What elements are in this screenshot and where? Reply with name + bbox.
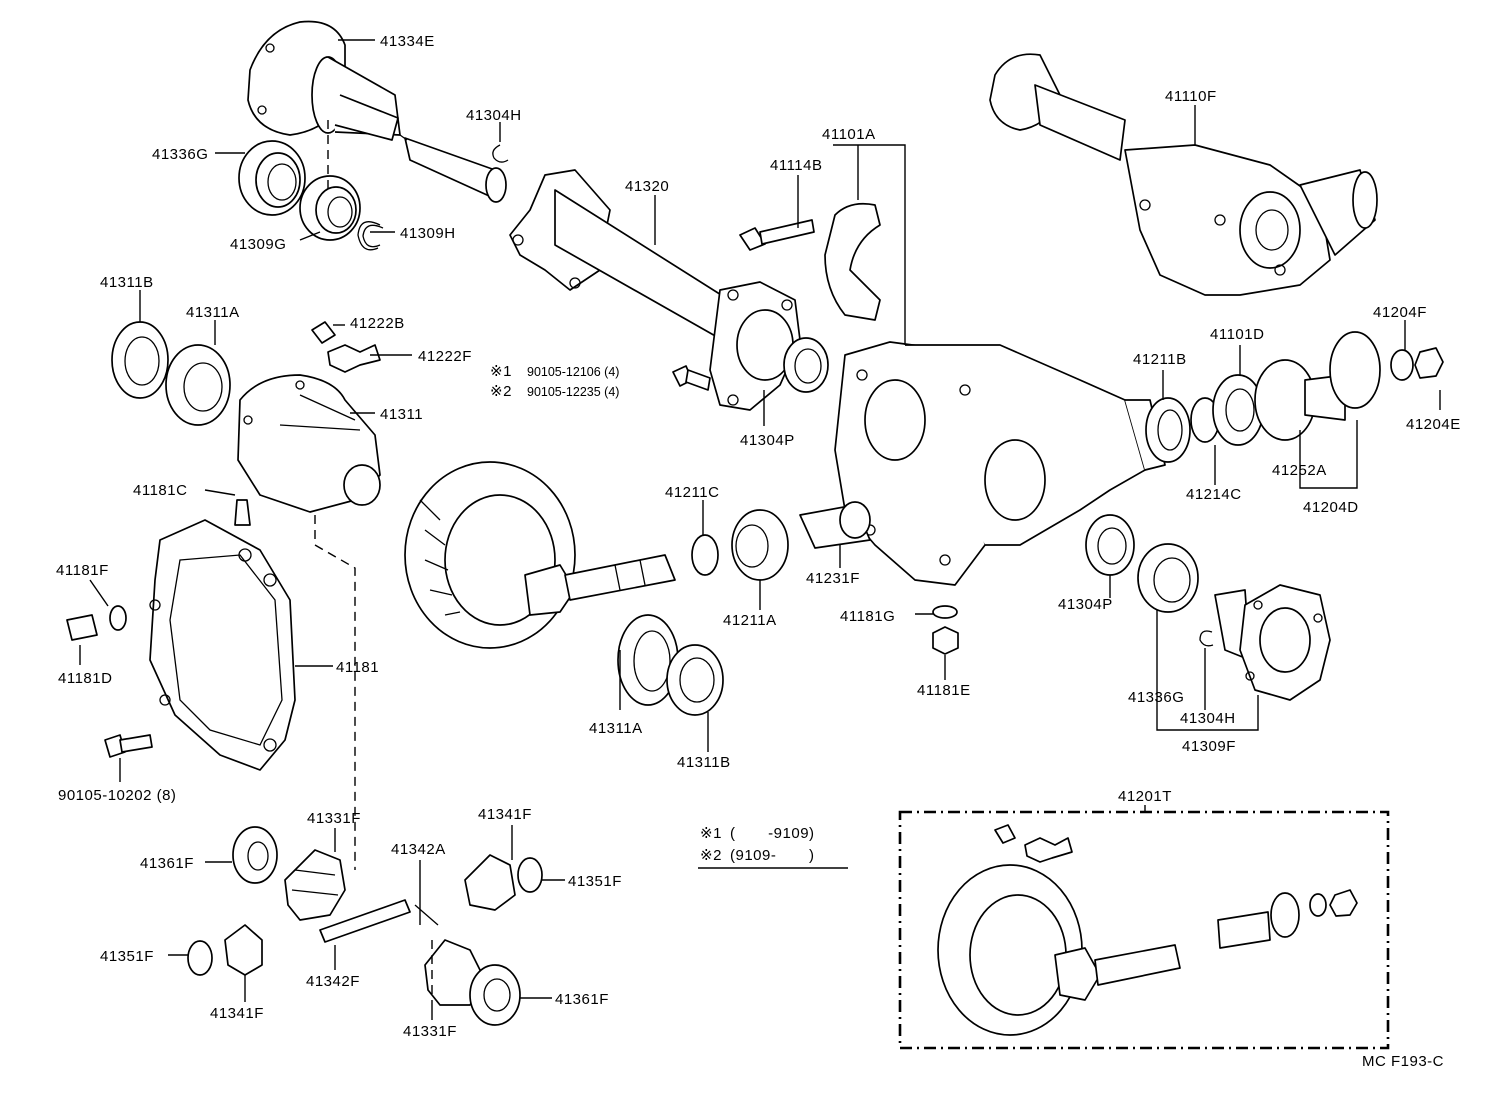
label-41311b-top: 41311B	[100, 274, 154, 291]
label-41311a-low: 41311A	[589, 720, 643, 737]
label-41309g: 41309G	[230, 236, 286, 253]
legend-row1-mark: ※1	[700, 825, 722, 842]
label-41341f-low: 41341F	[210, 1005, 264, 1022]
label-41181c: 41181C	[133, 482, 187, 499]
bolt-90105-12106	[672, 365, 711, 391]
label-41320: 41320	[625, 178, 669, 195]
snap-ring-41304h-top	[492, 144, 509, 163]
label-90105-10202: 90105-10202 (8)	[58, 787, 176, 804]
label-41181: 41181	[336, 659, 379, 676]
label-41214c: 41214C	[1186, 486, 1242, 503]
label-41342a: 41342A	[391, 841, 446, 858]
note2-part: 90105-12235 (4)	[527, 385, 619, 399]
label-41331f-low: 41331F	[403, 1023, 457, 1040]
label-41336g-low: 41336G	[1128, 689, 1184, 706]
differential-carrier-housing	[834, 341, 1166, 586]
kit-box-41201t	[898, 810, 1390, 1050]
label-41204e: 41204E	[1406, 416, 1461, 433]
label-41204d: 41204D	[1303, 499, 1359, 516]
label-41181g: 41181G	[840, 608, 895, 625]
label-41231f: 41231F	[806, 570, 860, 587]
bearing-41311a-top	[111, 321, 231, 426]
kit-41201t-contents	[937, 824, 1358, 1036]
legend-row1-text: ( -9109)	[730, 825, 815, 842]
label-41309f: 41309F	[1182, 738, 1236, 755]
label-41304p-mid: 41304P	[740, 432, 795, 449]
label-41309h: 41309H	[400, 225, 456, 242]
carrier-assembly-41110f	[989, 53, 1378, 296]
leader-lines	[79, 39, 1441, 1020]
legend-row2-mark: ※2	[700, 847, 722, 864]
axle-flange-41334e	[247, 20, 507, 203]
label-41110f: 41110F	[1165, 88, 1217, 105]
pinion-bearing-set	[1145, 331, 1444, 463]
label-41211c: 41211C	[665, 484, 719, 501]
label-41342f: 41342F	[306, 973, 360, 990]
note1-mark: ※1	[490, 363, 512, 380]
bearing-41309g	[299, 175, 361, 241]
label-41211b: 41211B	[1133, 351, 1187, 368]
ring-gear-and-pinion	[404, 461, 676, 649]
diagram-code: MC F193-C	[1362, 1053, 1444, 1070]
label-41304h-low: 41304H	[1180, 710, 1236, 727]
oil-seal-41304p-low	[1085, 514, 1135, 576]
bolt-41114b	[739, 219, 815, 251]
label-41334e: 41334E	[380, 33, 435, 50]
carrier-cover-41181	[149, 519, 296, 771]
bearing-41311a-low	[617, 614, 724, 716]
drain-plug-41181e	[932, 605, 959, 655]
label-41311a-top: 41311A	[186, 304, 240, 321]
label-41331f-top: 41331F	[307, 810, 361, 827]
label-41361f-right: 41361F	[555, 991, 609, 1008]
label-41101d: 41101D	[1210, 326, 1264, 343]
differential-pinion-gears	[187, 826, 543, 1026]
label-41351f-right: 41351F	[568, 873, 622, 890]
label-41222f: 41222F	[418, 348, 472, 365]
differential-case-41311	[237, 374, 381, 513]
bolt-notes: ※1 90105-12106 (4) ※2 90105-12235 (4)	[490, 363, 619, 400]
label-41181e: 41181E	[917, 682, 971, 699]
label-41311: 41311	[380, 406, 423, 423]
axle-tube-41320	[509, 169, 801, 411]
label-41252a: 41252A	[1272, 462, 1327, 479]
label-41101a: 41101A	[822, 126, 876, 143]
label-41222b: 41222B	[350, 315, 405, 332]
bearing-cap-41101a	[824, 202, 881, 321]
oil-seal-41336g-low	[1137, 543, 1199, 613]
label-41311b-low: 41311B	[677, 754, 731, 771]
label-41304h-top: 41304H	[466, 107, 522, 124]
legend-row2-text: (9109- )	[730, 847, 815, 864]
label-41201t: 41201T	[1118, 788, 1172, 805]
note2-mark: ※2	[490, 383, 512, 400]
label-41204f: 41204F	[1373, 304, 1427, 321]
snap-ring-41304h-low	[1199, 630, 1214, 647]
part-number-labels: 41334E 41304H 41336G 41309G 41309H 41320…	[56, 33, 1461, 1040]
label-41351f-left: 41351F	[100, 948, 154, 965]
bolt-90105-10202	[104, 734, 153, 758]
label-41211a: 41211A	[723, 612, 777, 629]
label-41181f: 41181F	[56, 562, 109, 579]
spacer-41231f	[799, 501, 871, 549]
snap-ring-41309h	[357, 221, 384, 251]
label-41341f-top: 41341F	[478, 806, 532, 823]
note1-part: 90105-12106 (4)	[527, 365, 619, 379]
date-legend: ※1 ( -9109) ※2 (9109- )	[700, 825, 815, 864]
label-41361f-left: 41361F	[140, 855, 194, 872]
label-41114b: 41114B	[770, 157, 823, 174]
axle-flange-low-right	[1214, 584, 1331, 701]
breather-41181c	[234, 499, 251, 526]
label-41304p-low: 41304P	[1058, 596, 1113, 613]
bearing-41211a	[691, 509, 789, 581]
oil-seal-41336g-top	[238, 140, 306, 216]
label-41336g-top: 41336G	[152, 146, 208, 163]
label-41181d: 41181D	[58, 670, 112, 687]
filler-plug-41181d	[66, 605, 127, 641]
lock-plate-41222f	[311, 321, 381, 373]
oil-seal-41304p-mid	[783, 337, 829, 393]
